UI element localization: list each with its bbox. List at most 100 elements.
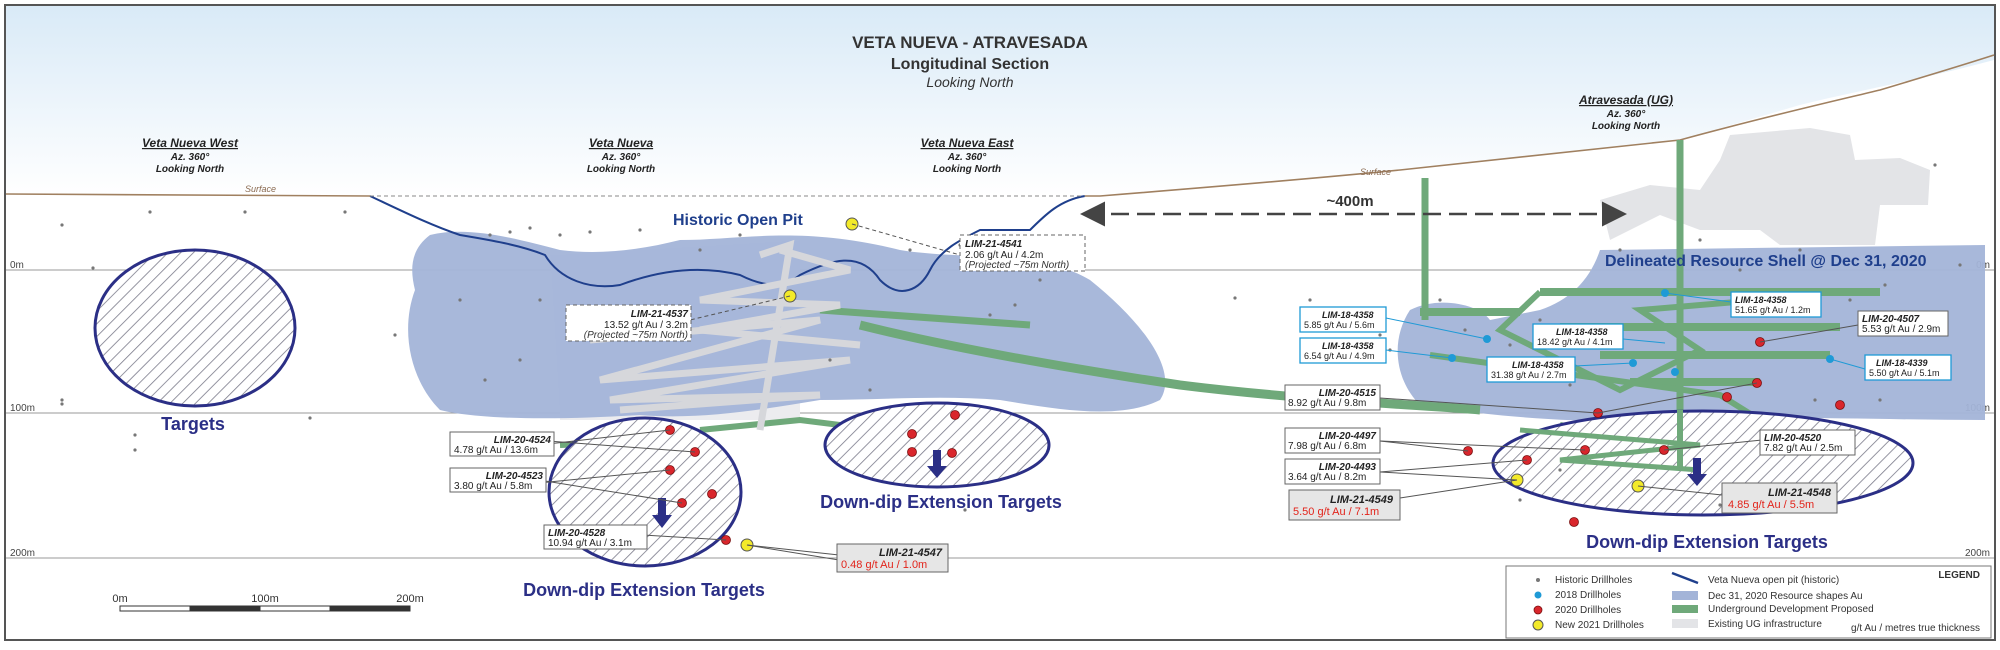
section-name: Atravesada (UG) [1578, 93, 1673, 107]
callout-lim-20-4523: LIM-20-4523 3.80 g/t Au / 5.8m [449, 467, 547, 493]
callout-lim-21-4547: LIM-21-4547 0.48 g/t Au / 1.0m [836, 543, 949, 573]
legend-item-pit: Veta Nueva open pit (historic) [1708, 575, 1839, 586]
callout-id: LIM-18-4358 [1322, 341, 1374, 351]
section-look: Looking North [933, 164, 1001, 175]
legend-item-resource: Dec 31, 2020 Resource shapes Au [1708, 591, 1863, 602]
depth-label-100m-left: 100m [10, 403, 35, 414]
callout-id: LIM-20-4515 [1319, 388, 1377, 399]
callout-id: LIM-21-4547 [879, 547, 943, 559]
callout-id: LIM-18-4358 [1322, 310, 1374, 320]
section-heading-atravesada: Atravesada (UG) Az. 360° Looking North [1578, 93, 1673, 132]
target-ellipse-downdip-3 [1491, 409, 1915, 517]
legend-item-2018: 2018 Drillholes [1555, 590, 1621, 601]
callout-lim-20-4497: LIM-20-4497 7.98 g/t Au / 6.8m [1284, 427, 1381, 454]
depth-label-200m-left: 200m [10, 548, 35, 559]
legend-item-2020: 2020 Drillholes [1555, 605, 1621, 616]
targets-label: Targets [161, 414, 225, 434]
callout-value: 4.85 g/t Au / 5.5m [1728, 499, 1814, 511]
legend-item-historic: Historic Drillholes [1555, 575, 1632, 586]
callout-lim-21-4541: LIM-21-4541 2.06 g/t Au / 4.2m (Projecte… [959, 234, 1086, 272]
callout-value: 3.80 g/t Au / 5.8m [454, 481, 532, 492]
callout-value: 0.48 g/t Au / 1.0m [841, 559, 927, 571]
callout-lim-20-4493: LIM-20-4493 3.64 g/t Au / 8.2m [1284, 458, 1381, 485]
historic-drillholes [60, 163, 1962, 512]
callout-lim-21-4548: LIM-21-4548 4.85 g/t Au / 5.5m [1721, 482, 1838, 514]
callout-lim-20-4520: LIM-20-4520 7.82 g/t Au / 2.5m [1759, 429, 1856, 456]
delineated-shell-label: Delineated Resource Shell @ Dec 31, 2020 [1605, 253, 1927, 270]
callout-value: 2.06 g/t Au / 4.2m [965, 250, 1043, 261]
scale-tick-0: 0m [112, 593, 127, 605]
callout-lim-21-4537: LIM-21-4537 13.52 g/t Au / 3.2m (Project… [565, 304, 692, 342]
callout-value: 31.38 g/t Au / 2.7m [1491, 370, 1567, 380]
callout-id: LIM-18-4358 [1735, 295, 1787, 305]
callout-id: LIM-20-4528 [548, 528, 606, 539]
callout-lim-18-4339: LIM-18-4339 5.50 g/t Au / 5.1m [1864, 354, 1952, 381]
target-ellipse-west [93, 248, 297, 408]
callout-id: LIM-20-4523 [486, 471, 544, 482]
section-az: Az. 360° [170, 152, 210, 163]
downdip-label-2: Down-dip Extension Targets [820, 492, 1062, 512]
callout-lim-20-4515: LIM-20-4515 8.92 g/t Au / 9.8m [1284, 384, 1381, 411]
callout-lim-18-4358-d: LIM-18-4358 31.38 g/t Au / 2.7m [1486, 356, 1576, 383]
callout-value: 13.52 g/t Au / 3.2m [604, 320, 688, 331]
callout-value: 5.85 g/t Au / 5.6m [1304, 320, 1375, 330]
callout-id: LIM-20-4497 [1319, 431, 1377, 442]
legend-2020-symbol [1533, 605, 1543, 615]
callout-value: 7.82 g/t Au / 2.5m [1764, 443, 1842, 454]
section-look: Looking North [587, 164, 655, 175]
legend-resource-symbol [1672, 591, 1698, 600]
section-name: Veta Nueva East [921, 136, 1015, 150]
legend-ug-existing-symbol [1672, 619, 1698, 628]
callout-value: 10.94 g/t Au / 3.1m [548, 538, 632, 549]
section-name: Veta Nueva [589, 136, 654, 150]
down-arrow-3 [1687, 458, 1707, 486]
legend-2018-symbol [1534, 591, 1542, 599]
callout-value: 18.42 g/t Au / 4.1m [1537, 337, 1613, 347]
callout-id: LIM-20-4520 [1764, 433, 1822, 444]
scale-tick-200: 200m [396, 593, 424, 605]
title-line-1: VETA NUEVA - ATRAVESADA [852, 33, 1088, 52]
callout-value: 5.53 g/t Au / 2.9m [1862, 324, 1940, 335]
callout-value: 5.50 g/t Au / 5.1m [1869, 368, 1940, 378]
historic-pit-outline [369, 195, 1086, 292]
callout-value: 51.65 g/t Au / 1.2m [1735, 305, 1811, 315]
callout-note: (Projected ~75m North) [965, 260, 1069, 271]
section-az: Az. 360° [1606, 109, 1646, 120]
callout-lim-18-4358-a: LIM-18-4358 5.85 g/t Au / 5.6m [1299, 306, 1387, 333]
target-ellipse-downdip-2 [823, 401, 1051, 489]
legend-item-2021: New 2021 Drillholes [1555, 620, 1644, 631]
callout-lim-18-4358-e: LIM-18-4358 51.65 g/t Au / 1.2m [1730, 291, 1822, 318]
topography-surface [5, 54, 1995, 197]
legend-item-ug-proposed: Underground Development Proposed [1708, 604, 1874, 615]
scale-bar: 0m 100m 200m [112, 593, 424, 612]
callout-id: LIM-21-4549 [1330, 494, 1394, 506]
historic-pit-label: Historic Open Pit [673, 212, 803, 229]
callout-lim-21-4549: LIM-21-4549 5.50 g/t Au / 7.1m [1288, 489, 1401, 521]
title-line-3: Looking North [926, 74, 1013, 90]
legend: LEGEND Historic Drillholes 2018 Drillhol… [1505, 565, 1992, 639]
down-arrow-2 [927, 450, 947, 478]
callout-id: LIM-21-4548 [1768, 487, 1832, 499]
section-name: Veta Nueva West [142, 136, 239, 150]
section-heading-veta-nueva-east: Veta Nueva East Az. 360° Looking North [921, 136, 1015, 175]
scale-tick-100: 100m [251, 593, 279, 605]
down-arrows [652, 450, 1707, 528]
existing-ug-ramps [589, 239, 861, 431]
callout-lim-18-4358-c: LIM-18-4358 18.42 g/t Au / 4.1m [1532, 323, 1624, 350]
title-line-2: Longitudinal Section [891, 56, 1049, 73]
callout-lim-18-4358-b: LIM-18-4358 6.54 g/t Au / 4.9m [1299, 337, 1387, 364]
callout-id: LIM-20-4493 [1319, 462, 1377, 473]
callout-id: LIM-20-4524 [494, 435, 552, 446]
section-look: Looking North [156, 164, 224, 175]
section-heading-veta-nueva-west: Veta Nueva West Az. 360° Looking North [142, 136, 239, 175]
depth-label-0m-left: 0m [10, 260, 24, 271]
surface-label-right: Surface [1360, 167, 1391, 177]
legend-historic-symbol [1536, 578, 1540, 582]
underground-development-overlay [1519, 410, 1701, 473]
section-look: Looking North [1592, 121, 1660, 132]
depth-label-200m-right: 200m [1965, 548, 1990, 559]
callout-value: 3.64 g/t Au / 8.2m [1288, 472, 1366, 483]
legend-title: LEGEND [1938, 570, 1980, 581]
callout-note: (Projected ~75m North) [584, 330, 688, 341]
